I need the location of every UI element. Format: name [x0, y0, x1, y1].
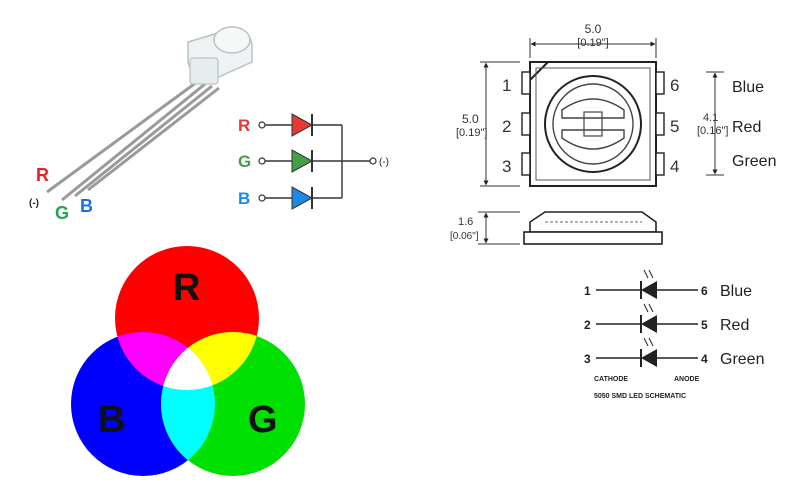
height-dim-in: [0.19"]: [456, 127, 487, 139]
venn-label-g: G: [248, 399, 278, 441]
schem-pin-5: 5: [701, 318, 708, 332]
green-led-symbol-icon: [641, 349, 657, 367]
schem-label-blue: Blue: [720, 283, 752, 300]
pin-2: 2: [502, 117, 511, 136]
schem-label-g: G: [238, 152, 251, 171]
leg-label-g: G: [55, 203, 69, 223]
through-hole-led: R (-) G B: [29, 26, 253, 223]
pad-dim: 4.1: [703, 112, 718, 124]
blue-diode-icon: [291, 186, 314, 210]
label-green: Green: [732, 153, 776, 170]
label-blue: Blue: [732, 79, 764, 96]
label-red: Red: [732, 119, 761, 136]
venn-label-b: B: [98, 399, 125, 441]
schem-pin-6: 6: [701, 284, 708, 298]
schem-label-neg: (-): [379, 157, 389, 168]
green-diode-icon: [291, 149, 314, 173]
schem-pin-2: 2: [584, 318, 591, 332]
leg-label-r: R: [36, 165, 49, 185]
pad-dim-in: [0.16"]: [697, 125, 728, 137]
smd-body: [529, 61, 657, 187]
schem-pin-4: 4: [701, 352, 708, 366]
leg-label-neg: (-): [29, 198, 39, 209]
venn-label-r: R: [173, 267, 200, 309]
pin-3: 3: [502, 157, 511, 176]
red-diode-icon: [291, 113, 314, 137]
red-led-symbol-icon: [641, 315, 657, 333]
height-dim: 5.0: [462, 112, 479, 126]
thick-dim-in: [0.06"]: [450, 231, 479, 242]
schem-label-green: Green: [720, 351, 764, 368]
rgb-venn-diagram: R B G: [71, 246, 305, 476]
width-dim-in: [0.19"]: [577, 37, 608, 49]
pin-5: 5: [670, 117, 679, 136]
anode-label: ANODE: [674, 376, 700, 383]
schematic-caption: 5050 SMD LED SCHEMATIC: [594, 393, 686, 400]
diode-schematic: R G (-) B: [238, 113, 389, 210]
smd-package-drawing: 5.0 [0.19"] 5.0 [0.19"] 1 2 3 6 5 4: [450, 22, 776, 245]
pin-6: 6: [670, 76, 679, 95]
leg-label-b: B: [80, 196, 93, 216]
led-body: [187, 26, 253, 85]
schem-label-red: Red: [720, 317, 749, 334]
smd-side-profile: 1.6 [0.06"]: [450, 211, 663, 245]
schem-label-r: R: [238, 116, 250, 135]
pin-1: 1: [502, 76, 511, 95]
smd-led-schematic: 1 6 Blue 2 5 Red 3 4 Green CATHODE ANODE…: [584, 269, 764, 400]
thick-dim: 1.6: [458, 216, 473, 228]
pin-4: 4: [670, 157, 679, 176]
blue-led-symbol-icon: [641, 281, 657, 299]
schem-pin-1: 1: [584, 284, 591, 298]
schem-pin-3: 3: [584, 352, 591, 366]
cathode-label: CATHODE: [594, 376, 628, 383]
schem-label-b: B: [238, 189, 250, 208]
width-dim: 5.0: [585, 22, 602, 36]
